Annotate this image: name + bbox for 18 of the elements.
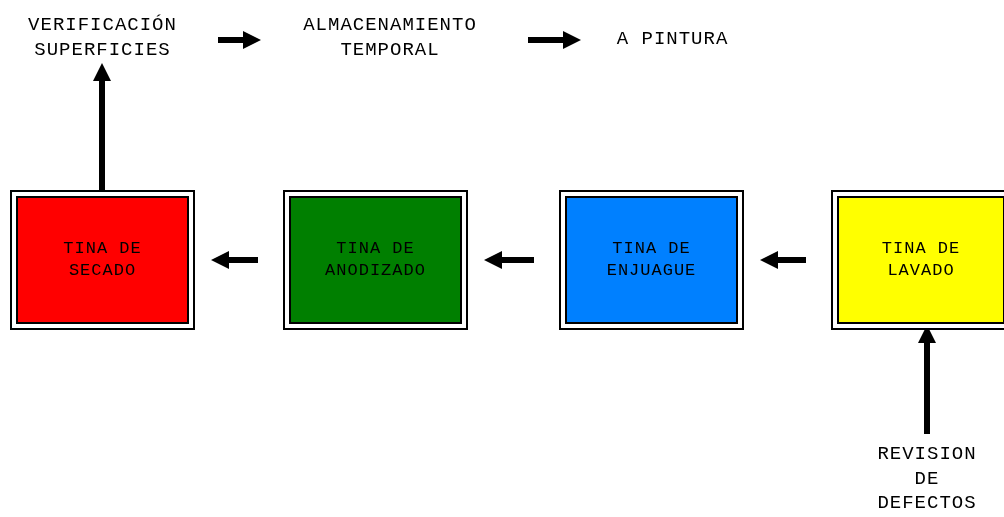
node-label: A PINTURA [616, 26, 729, 52]
node-label: TINA DE LAVADO [880, 237, 962, 282]
arrow [93, 63, 111, 190]
tank-box [10, 190, 195, 330]
arrow [211, 251, 258, 269]
tank-box [283, 190, 468, 330]
arrow [218, 31, 261, 49]
arrow [528, 31, 581, 49]
node-label: REVISION DE DEFECTOS [876, 441, 978, 516]
node-label: ALMACENAMIENTO TEMPORAL [302, 13, 478, 63]
arrow [484, 251, 534, 269]
node-label: TINA DE SECADO [62, 237, 143, 282]
node-label: TINA DE ENJUAGUE [605, 237, 698, 282]
node-label: TINA DE ANODIZADO [324, 237, 427, 282]
node-label: VERIFICACIÓN SUPERFICIES [27, 13, 178, 63]
tank-box [831, 190, 1004, 330]
arrow [760, 251, 806, 269]
tank-box [559, 190, 744, 330]
